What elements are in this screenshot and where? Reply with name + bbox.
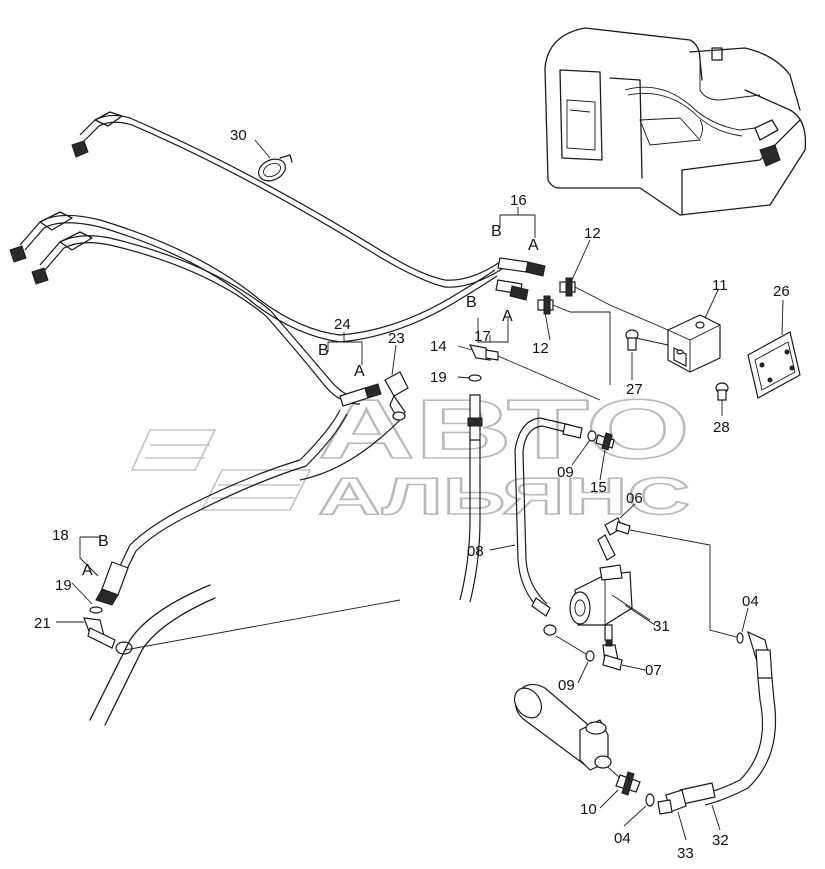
label-part-19-upper: 19: [430, 369, 447, 386]
label-part-11: 11: [712, 277, 728, 294]
label-part-18: 18: [52, 527, 69, 544]
solenoid-valve-11: [609, 304, 721, 373]
label-part-15: 15: [590, 479, 607, 496]
port-label-b-18: B: [98, 533, 109, 550]
port-label-b-16: B: [491, 223, 502, 240]
label-part-16: 16: [510, 192, 527, 209]
o-ring-09-lower: [555, 635, 595, 662]
watermark-line1: АВТО: [318, 382, 690, 476]
label-part-32: 32: [712, 832, 729, 849]
label-part-14: 14: [430, 338, 447, 355]
hose-18: [95, 409, 401, 606]
label-part-08: 08: [467, 543, 484, 560]
pilot-hose-bundle: [9, 111, 503, 405]
adapter-12-upper: [559, 277, 611, 306]
label-part-31: 31: [653, 618, 670, 635]
elbow-fitting-14: [468, 344, 601, 401]
o-ring-19-upper: [468, 374, 482, 382]
elbow-fitting-33: [657, 789, 687, 815]
o-ring-09-upper: [587, 430, 597, 442]
hose-16-fittings: [495, 257, 546, 301]
watermark-logo: [130, 429, 312, 511]
label-part-04-lower: 04: [614, 830, 631, 847]
frame-member: [89, 584, 401, 726]
label-part-12-upper: 12: [584, 225, 601, 242]
label-part-09-lower: 09: [558, 677, 575, 694]
hose-32: [679, 630, 777, 806]
label-part-06: 06: [626, 490, 643, 507]
port-label-a-24: A: [354, 363, 365, 380]
label-part-07: 07: [645, 662, 662, 679]
label-part-23: 23: [388, 330, 405, 347]
port-label-b-24: B: [318, 342, 329, 359]
elbow-fitting-23: [384, 371, 409, 422]
port-label-a-17: A: [502, 308, 513, 325]
label-part-21: 21: [34, 615, 51, 632]
port-labels: B A B A B A B A: [82, 223, 539, 579]
watermark: АВТО АЛЬЯНС: [130, 381, 691, 527]
leader-lines: [56, 139, 784, 841]
label-part-33: 33: [677, 845, 694, 862]
label-part-24: 24: [334, 316, 351, 333]
adapter-12-lower: [537, 295, 611, 385]
part-number-labels: 30 16 12 12 11 26 24 23 14 17 19 27 28 0…: [34, 127, 790, 862]
elbow-fitting-21: [83, 606, 133, 655]
hand-pump-31: [569, 564, 651, 641]
label-part-09-upper: 09: [557, 464, 574, 481]
return-filter-housing: [513, 683, 612, 771]
elbow-fitting-06: [597, 517, 741, 639]
o-ring-04-lower: [645, 793, 655, 807]
port-label-a-18: A: [82, 562, 93, 579]
elbow-fitting-07: [602, 639, 623, 671]
label-part-30: 30: [230, 127, 247, 144]
hose-clamp-30: [258, 154, 293, 182]
label-part-04-right: 04: [742, 593, 759, 610]
adapter-10: [599, 759, 641, 796]
mounting-plate-26: [747, 331, 801, 399]
label-part-10: 10: [580, 801, 597, 818]
label-part-19-lower: 19: [55, 577, 72, 594]
excavator-overview: [544, 27, 807, 216]
watermark-line2: АЛЬЯНС: [318, 468, 690, 526]
label-part-28: 28: [713, 419, 730, 436]
bolt-28: [715, 382, 729, 401]
label-part-26: 26: [773, 283, 790, 300]
hose-24-fittings: [339, 383, 382, 407]
port-label-a-16: A: [528, 237, 539, 254]
label-part-12-lower: 12: [532, 340, 549, 357]
adapter-15: [595, 432, 615, 451]
hose-08: [514, 417, 583, 636]
label-part-17: 17: [474, 328, 491, 345]
label-part-27: 27: [626, 381, 643, 398]
hose-17: [459, 394, 483, 603]
bolt-27: [625, 329, 669, 351]
port-label-b-17: B: [466, 294, 477, 311]
